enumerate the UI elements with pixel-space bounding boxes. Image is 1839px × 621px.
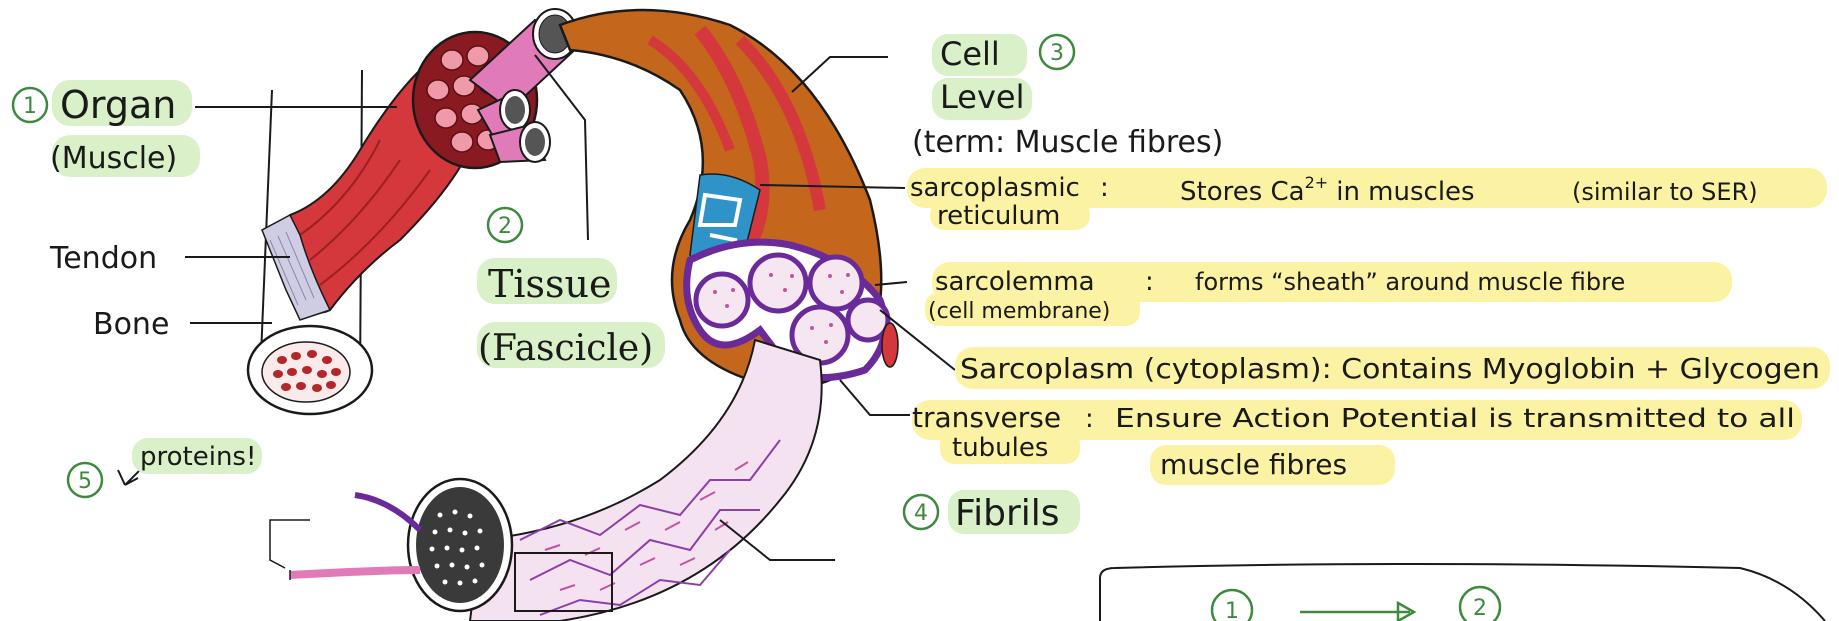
t-tubules-description-line2: muscle fibres [1160, 448, 1347, 481]
flow-from-number: 1 [1225, 599, 1239, 621]
step-number-5: 5 [68, 463, 102, 497]
step-number-2: 2 [488, 208, 522, 242]
organ-label: Organ [60, 83, 176, 127]
t-tubules-term-line1: transverse [912, 401, 1061, 434]
organ-sublabel: (Muscle) [50, 141, 177, 176]
sarcolemma-colon: : [1145, 267, 1154, 297]
sr-term-line1: sarcoplasmic [910, 173, 1080, 203]
sr-note: (similar to SER) [1572, 178, 1758, 206]
sr-colon: : [1100, 173, 1109, 203]
cell-level-term: (term: Muscle fibres) [912, 125, 1223, 160]
t-tubules-description-line1: Ensure Action Potential is transmitted t… [1115, 404, 1795, 434]
step-number-4: 4 [904, 495, 938, 529]
sr-term-line2: reticulum [937, 201, 1060, 231]
bone-label: Bone [93, 307, 169, 342]
sarcolemma-term-line1: sarcolemma [935, 267, 1095, 297]
proteins-label: proteins! [140, 442, 256, 472]
tendon-label: Tendon [49, 241, 157, 276]
step-number-3: 3 [1040, 35, 1074, 69]
flow-to-number: 2 [1473, 596, 1487, 621]
sarcoplasm-annotation: Sarcoplasm (cytoplasm): Contains Myoglob… [960, 352, 1820, 385]
svg-text:4: 4 [914, 501, 928, 526]
cell-level-label-line1: Cell [940, 35, 1000, 73]
sarcolemma-description: forms “sheath” around muscle fibre [1195, 268, 1625, 296]
t-tubules-colon: : [1085, 404, 1094, 434]
svg-text:1: 1 [23, 94, 37, 119]
svg-text:5: 5 [78, 469, 92, 494]
step-number-1: 1 [13, 88, 47, 122]
sarcolemma-term-line2: (cell membrane) [928, 299, 1110, 324]
fibrils-label: Fibrils [955, 493, 1060, 534]
tissue-label: Tissue [488, 262, 611, 306]
t-tubules-term-line2: tubules [952, 433, 1048, 463]
tissue-sublabel: (Fascicle) [478, 328, 653, 369]
svg-text:2: 2 [498, 214, 512, 239]
svg-text:3: 3 [1050, 41, 1064, 66]
cell-level-label-line2: Level [940, 78, 1024, 116]
flow-summary-box: 1 2 [1100, 564, 1825, 621]
